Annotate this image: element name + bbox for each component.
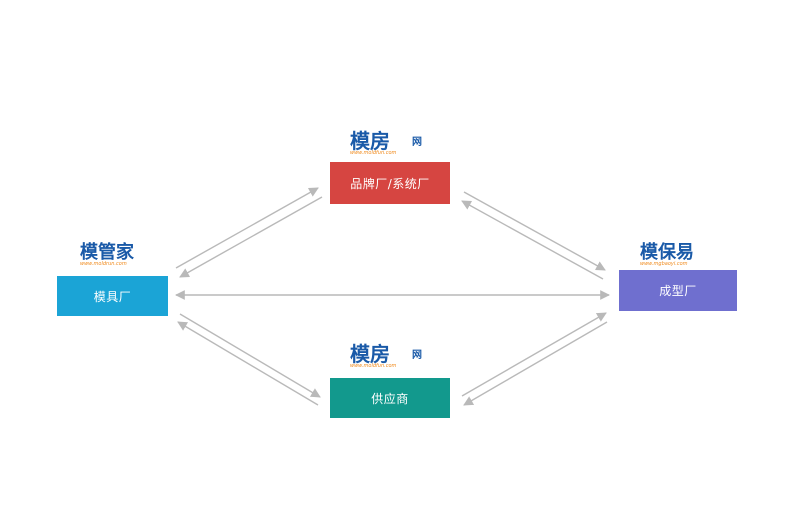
logo-url: www.mgbaoyi.com — [640, 261, 688, 267]
logo-accent: 网 — [412, 137, 422, 148]
node-brand-system-factory: 品牌厂/系统厂 — [330, 162, 450, 204]
node-supplier: 供应商 — [330, 378, 450, 418]
arrow-supplier-to-mold — [177, 321, 319, 406]
arrow-mold-to-brand — [175, 187, 319, 269]
logo-url: www.moldrun.com — [80, 261, 127, 267]
arrow-supplier-to-molding — [461, 312, 607, 397]
logo-moldfun-bottom: 模房 网 www.moldfun.com — [350, 338, 440, 373]
arrow-mold-to-supplier — [179, 313, 321, 398]
logo-text: 模房 — [350, 342, 390, 366]
arrow-brand-to-molding — [463, 191, 606, 271]
logo-moldrun-left: 模管家 www.moldrun.com — [80, 238, 170, 273]
logo-text: 模管家 — [80, 242, 134, 263]
arrow-brand-to-mold — [179, 196, 323, 278]
logo-text: 模房 — [350, 129, 390, 153]
node-molding-factory: 成型厂 — [619, 270, 737, 311]
logo-url: www.moldfun.com — [350, 363, 397, 369]
node-label: 模具厂 — [93, 289, 132, 304]
logo-mgbaoyi-right: 模保易 www.mgbaoyi.com — [640, 238, 740, 273]
node-label: 供应商 — [371, 391, 409, 406]
arrow-molding-to-brand — [461, 200, 604, 280]
node-mold-factory: 模具厂 — [57, 276, 168, 316]
logo-accent: 网 — [412, 350, 422, 361]
logo-moldfun-top: 模房 网 www.moldfun.com — [350, 125, 440, 160]
arrow-molding-to-supplier — [463, 321, 608, 406]
logo-url: www.moldfun.com — [350, 150, 397, 156]
node-label: 成型厂 — [659, 284, 697, 298]
node-label: 品牌厂/系统厂 — [350, 176, 430, 191]
logo-text: 模保易 — [640, 242, 694, 263]
